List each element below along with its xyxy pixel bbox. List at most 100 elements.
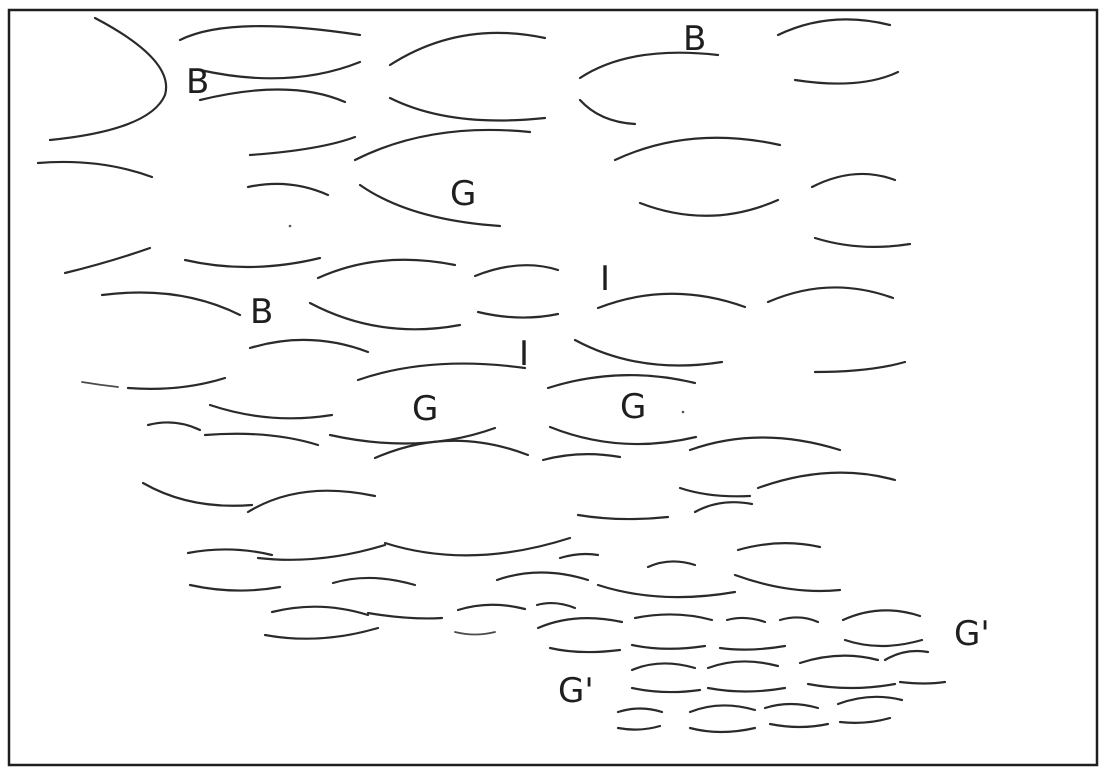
fibre-outline [38, 162, 152, 177]
fibre-outline [210, 405, 332, 418]
fibre-outline [550, 648, 620, 652]
fibre-outline [310, 303, 460, 329]
fibre-outline [845, 640, 922, 646]
fibre-outline [272, 607, 368, 615]
fibre-outline [82, 382, 118, 387]
fibre-outline [390, 33, 545, 65]
fibre-outline [618, 709, 662, 713]
fibre-outline [690, 728, 755, 732]
fibre-outline [497, 573, 588, 581]
fibre-outline [900, 682, 945, 684]
fibre-outline [180, 26, 360, 40]
fibre-outline [102, 293, 240, 316]
fibre-outline [695, 502, 752, 512]
fibre-outline [455, 632, 495, 635]
fibre-outline [615, 138, 780, 160]
fibre-outline [680, 488, 750, 496]
fibre-outline [368, 613, 442, 618]
label-g-prime-bottom: G' [558, 671, 594, 711]
fibre-outline [205, 434, 318, 445]
fibre-outline [838, 697, 902, 704]
fibre-outline [690, 438, 840, 451]
fibre-outline [550, 427, 696, 444]
ink-speck [289, 225, 292, 228]
fibre-outline [632, 663, 695, 670]
fibre-outline [815, 238, 910, 247]
fibre-outline [720, 646, 785, 650]
fibre-outline [632, 688, 700, 692]
label-g-middle-right: G [620, 387, 646, 427]
fibre-outline [727, 618, 765, 622]
fibre-outline [478, 312, 558, 318]
ink-speck [682, 411, 685, 414]
fibre-outline [543, 454, 620, 460]
fibre-outline [128, 378, 225, 389]
fibre-outline [50, 18, 166, 140]
fibre-outline [65, 248, 150, 273]
fibre-outline [778, 19, 890, 35]
fibre-outline [265, 628, 378, 639]
fibre-outline [248, 491, 375, 512]
fibre-outline [250, 340, 368, 352]
fibre-outline [758, 473, 895, 488]
fibre-outline [738, 543, 820, 550]
fibre-outline [708, 688, 785, 692]
fibre-outline [598, 585, 735, 597]
label-g-middle-left: G [412, 389, 438, 429]
label-b-middle: B [250, 292, 273, 332]
fibre-outline [765, 704, 818, 708]
label-b-top-right: B [683, 19, 706, 59]
fibre-outline [385, 538, 570, 555]
fibre-outline [248, 184, 328, 195]
label-g-upper: G [450, 174, 476, 214]
fibre-outline [635, 614, 712, 620]
fibre-outline [843, 610, 920, 620]
fibre-outline [258, 545, 385, 560]
fibre-outline [640, 200, 778, 216]
label-b-top-left: B [186, 62, 209, 102]
fibre-outline [560, 554, 598, 558]
fibre-outline [358, 364, 525, 380]
fibre-outline [143, 483, 252, 506]
fibre-outline [200, 89, 345, 102]
fibre-outline [578, 515, 668, 519]
fibre-outline [795, 72, 898, 84]
fibre-outline [475, 265, 558, 276]
fibre-outline [780, 617, 818, 622]
fibre-outline [768, 287, 893, 302]
fibre-outline [648, 561, 695, 567]
label-i-upper: I [600, 259, 610, 299]
fibre-outline [148, 422, 200, 430]
fibre-outline [250, 137, 355, 155]
fibre-outline [318, 260, 455, 278]
fibre-outline [333, 578, 415, 585]
fibre-outline [390, 98, 545, 121]
fibre-outline [690, 705, 755, 712]
fibre-outline [618, 726, 660, 730]
fibre-outline [598, 294, 745, 308]
fibre-outline [458, 605, 525, 610]
fibre-outline [800, 656, 878, 663]
fibre-outline [360, 185, 500, 226]
label-g-prime-right: G' [954, 614, 990, 654]
fibre-outline [580, 100, 635, 124]
fibre-outline [188, 549, 272, 555]
fibre-outline [770, 724, 828, 727]
fibre-outline [632, 645, 705, 649]
fibre-outline [190, 585, 280, 591]
fibre-outline [538, 618, 622, 628]
fibre-outline [185, 258, 320, 267]
fibre-outline [885, 651, 928, 660]
fibre-outline [840, 718, 890, 723]
fibre-outline [735, 575, 840, 591]
fibre-outline [815, 362, 905, 372]
fibre-outline [575, 340, 722, 366]
fibre-outline [708, 661, 778, 668]
fibre-outline [200, 62, 360, 78]
fibre-outline [355, 130, 530, 160]
fibre-outline [812, 174, 895, 187]
fibre-outline [537, 603, 575, 608]
fibre-outline [808, 684, 895, 688]
